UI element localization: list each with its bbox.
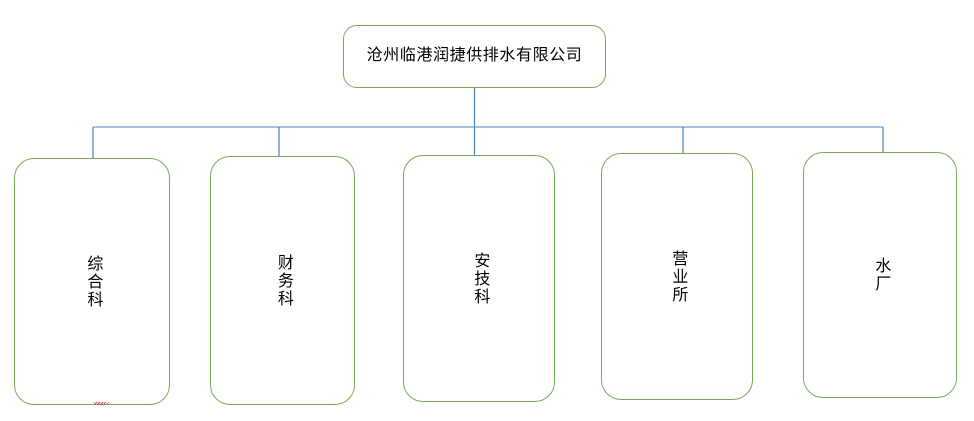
org-node-zonghe-ke[interactable]: 综合科 <box>14 158 170 405</box>
org-node-root[interactable]: 沧州临港润捷供排水有限公司 <box>343 25 606 88</box>
org-node-zonghe-ke-label: 综合科 <box>84 254 102 309</box>
org-node-anji-ke-label: 安技科 <box>471 251 489 306</box>
spellcheck-underline-icon <box>93 402 109 405</box>
org-node-shui-chang-label: 水厂 <box>872 257 890 293</box>
org-node-yingye-suo[interactable]: 营业所 <box>601 153 753 400</box>
org-node-caiwu-ke[interactable]: 财务科 <box>210 156 355 405</box>
org-node-root-label: 沧州临港润捷供排水有限公司 <box>366 47 583 65</box>
org-node-anji-ke[interactable]: 安技科 <box>403 155 555 402</box>
org-node-caiwu-ke-label: 财务科 <box>274 253 292 308</box>
org-node-shui-chang[interactable]: 水厂 <box>803 152 957 398</box>
org-node-yingye-suo-label: 营业所 <box>669 249 687 304</box>
